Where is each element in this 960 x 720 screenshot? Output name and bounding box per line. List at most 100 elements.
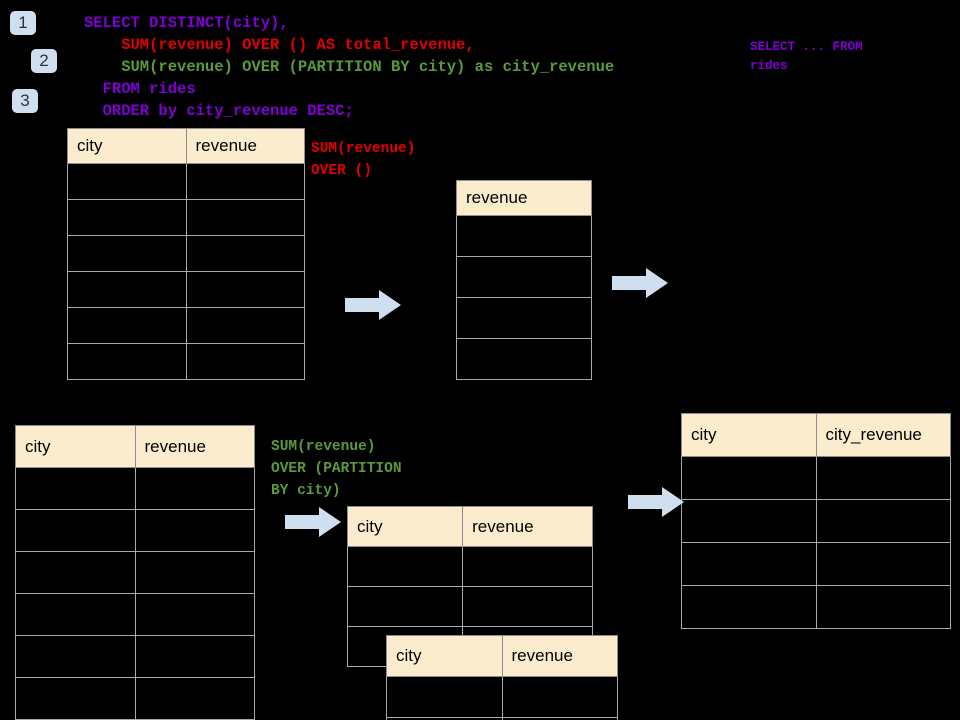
annotation-total-revenue: SUM(revenue) OVER () [311,141,416,179]
cell-city [346,546,464,587]
cell-city [15,509,136,552]
cell-city [346,586,464,627]
table-rides-source-bottom: city revenue [15,425,255,720]
table-row [386,717,618,720]
cell-city [681,456,817,500]
cell-revenue [134,551,255,594]
cell-revenue [501,676,618,718]
cell-city [67,343,187,380]
table-row [15,593,255,636]
cell-city-revenue [815,499,951,543]
table-row [67,307,305,344]
cell-city [67,235,187,272]
table-row [15,677,255,720]
table-header-row: revenue [456,180,592,216]
cell-revenue [185,271,305,308]
annotation-city-revenue: SUM(revenue) OVER (PARTITION BY city) [271,439,402,499]
table-header-row: city revenue [346,506,593,547]
column-header-revenue: revenue [462,506,593,547]
sql-line-total-revenue: SUM(revenue) OVER () AS total_revenue, [84,36,475,54]
cell-city [15,551,136,594]
table-row [67,199,305,236]
cell-city-revenue [815,456,951,500]
column-header-city: city [15,425,136,468]
arrow-right-icon [345,290,401,320]
cell-city [15,467,136,510]
table-row [456,215,592,257]
table-row [456,338,592,380]
sql-query-block: SELECT DISTINCT(city), SUM(revenue) OVER… [84,12,614,122]
cell-city [15,635,136,678]
table-row [681,585,951,629]
table-row [681,542,951,586]
table-row [67,235,305,272]
sql-side-note: SELECT ... FROM rides [750,40,863,73]
cell-revenue [134,677,255,720]
step-badge-1: 1 [10,11,36,35]
column-header-city: city [386,635,503,677]
cell-revenue [134,467,255,510]
table-row [15,509,255,552]
sql-line-select: SELECT DISTINCT(city), [84,14,289,32]
cell-city [681,542,817,586]
cell-city [681,585,817,629]
table-row [681,499,951,543]
cell-revenue [134,635,255,678]
cell-city [67,199,187,236]
column-header-revenue: revenue [456,180,592,216]
sql-line-from: FROM rides [84,80,196,98]
cell-revenue [462,586,593,627]
cell-city [386,676,503,718]
cell-revenue [185,235,305,272]
cell-revenue [501,717,618,720]
table-header-row: city city_revenue [681,413,951,457]
table-row [346,546,593,587]
table-row [67,163,305,200]
column-header-city: city [346,506,464,547]
column-header-revenue: revenue [501,635,618,677]
cell-revenue [456,256,592,298]
table-header-row: city revenue [67,128,305,164]
column-header-revenue: revenue [185,128,305,164]
column-header-city: city [67,128,187,164]
cell-city [67,163,187,200]
table-row [15,467,255,510]
cell-revenue [462,546,593,587]
cell-revenue [185,307,305,344]
arrow-right-icon [285,507,341,537]
cell-city-revenue [815,542,951,586]
column-header-revenue: revenue [134,425,255,468]
cell-city [15,593,136,636]
sql-line-city-revenue: SUM(revenue) OVER (PARTITION BY city) as… [84,58,615,76]
cell-revenue [456,297,592,339]
arrow-right-icon [612,268,668,298]
table-rides-source-top: city revenue [67,128,305,380]
table-row [456,256,592,298]
step-badge-2: 2 [31,49,57,73]
table-row [456,297,592,339]
table-row [15,635,255,678]
cell-revenue [456,338,592,380]
column-header-city-revenue: city_revenue [815,413,951,457]
cell-revenue [134,593,255,636]
cell-revenue [185,199,305,236]
table-result: city city_revenue [681,413,951,629]
table-partition-front: city revenue [386,635,618,720]
step-badge-3: 3 [12,89,38,113]
table-total-revenue: revenue [456,180,592,380]
table-row [346,586,593,627]
cell-city [67,271,187,308]
table-row [386,676,618,718]
table-row [67,343,305,380]
cell-revenue [185,343,305,380]
table-header-row: city revenue [386,635,618,677]
table-row [67,271,305,308]
cell-city-revenue [815,585,951,629]
cell-city [15,677,136,720]
table-header-row: city revenue [15,425,255,468]
cell-revenue [134,509,255,552]
table-row [15,551,255,594]
cell-city [681,499,817,543]
cell-revenue [185,163,305,200]
